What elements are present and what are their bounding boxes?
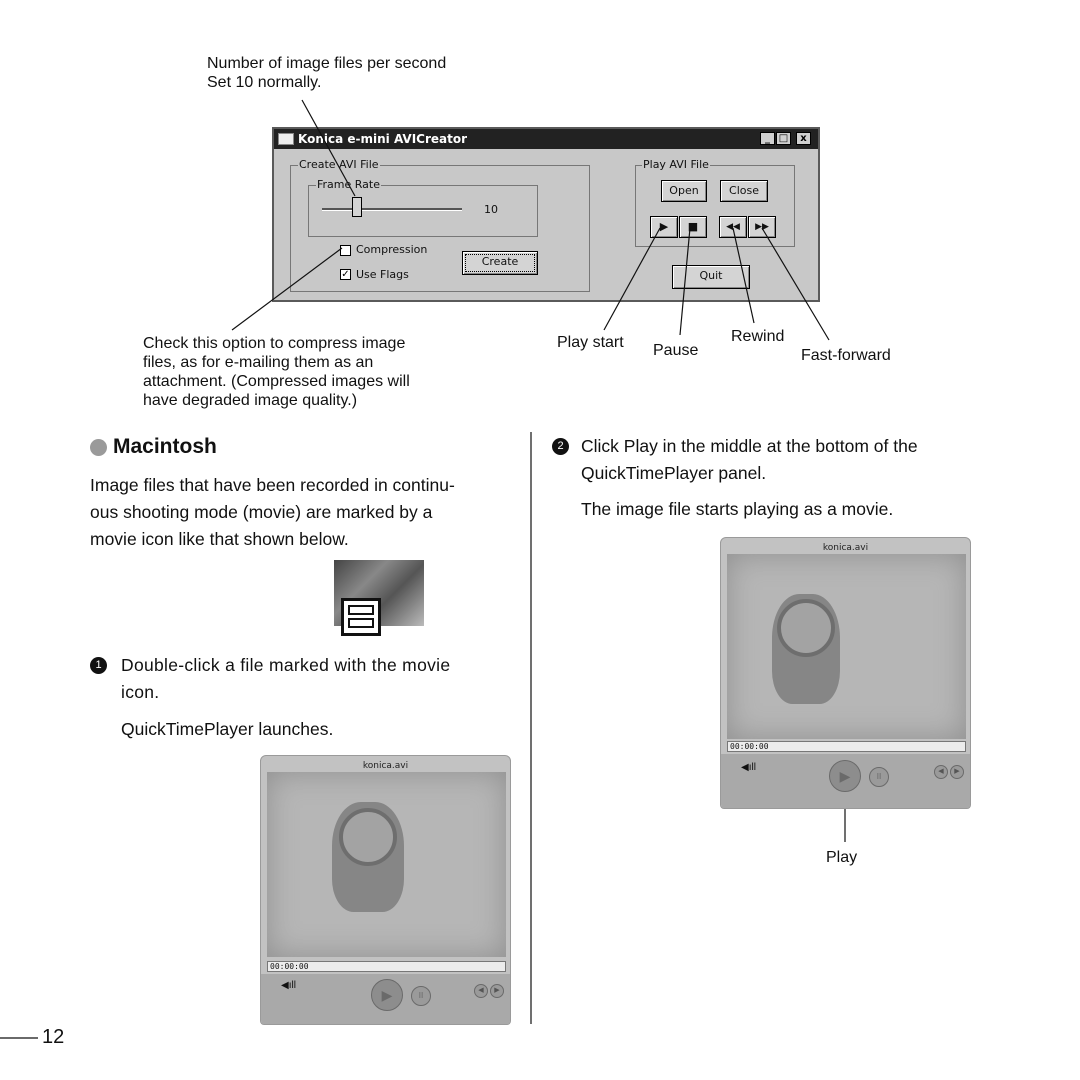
- step-1: 1 Double-click a file marked with the mo…: [90, 652, 515, 706]
- pause-button-small[interactable]: II: [869, 767, 889, 787]
- frame-rate-callout: Number of image files per second Set 10 …: [207, 55, 447, 91]
- speaker-icon[interactable]: ◀ıll: [281, 980, 296, 991]
- camera-lens: [777, 599, 835, 657]
- step-forward-button[interactable]: ▶: [490, 984, 504, 998]
- step-back-button[interactable]: ◀: [474, 984, 488, 998]
- play-start-callout: Play start: [557, 334, 624, 351]
- close-file-button[interactable]: Close: [720, 180, 768, 202]
- frame-rate-slider-track[interactable]: [322, 208, 462, 211]
- rewind-button[interactable]: ◀◀: [719, 216, 747, 238]
- app-icon: [278, 133, 294, 145]
- use-flags-checkbox[interactable]: ✓: [340, 269, 351, 280]
- controls-bar: ◀ıll ▶ II ◀ ▶: [721, 754, 970, 808]
- open-button[interactable]: Open: [661, 180, 707, 202]
- quicktime-player-left: konica.avi 00:00:00 ◀ıll ▶ II ◀ ▶: [260, 755, 511, 1025]
- step-1-number: 1: [90, 657, 107, 674]
- pause-button-small[interactable]: II: [411, 986, 431, 1006]
- video-area: [267, 772, 506, 957]
- window-title: Konica e-mini AVICreator: [298, 132, 468, 146]
- fast-forward-button[interactable]: ▶▶: [748, 216, 776, 238]
- timecode: 00:00:00: [270, 962, 309, 971]
- timecode-bar[interactable]: 00:00:00: [727, 741, 966, 752]
- section-heading: Macintosh: [113, 435, 217, 458]
- compression-checkbox[interactable]: [340, 245, 351, 256]
- step-forward-button[interactable]: ▶: [950, 765, 964, 779]
- quit-button[interactable]: Quit: [672, 265, 750, 289]
- create-button[interactable]: Create: [462, 251, 538, 275]
- rewind-callout: Rewind: [731, 328, 785, 345]
- fast-forward-callout: Fast-forward: [801, 347, 891, 364]
- create-avi-group-label: Create AVI File: [298, 158, 380, 171]
- step-2-number: 2: [552, 438, 569, 455]
- minimize-button[interactable]: _: [760, 132, 775, 145]
- timecode: 00:00:00: [730, 742, 769, 751]
- step-2: 2 Click Play in the middle at the bottom…: [552, 433, 982, 487]
- frame-rate-value: 10: [484, 203, 498, 216]
- frame-rate-group-label: Frame Rate: [316, 178, 381, 191]
- timecode-bar[interactable]: 00:00:00: [267, 961, 506, 972]
- compression-callout: Check this option to compress image file…: [143, 335, 410, 409]
- page-number: 12: [42, 1026, 65, 1048]
- play-avi-group: [635, 165, 795, 247]
- controls-bar: ◀ıll ▶ II ◀ ▶: [261, 974, 510, 1024]
- window-titlebar: Konica e-mini AVICreator _ □ x: [274, 129, 818, 149]
- player-title: konica.avi: [822, 543, 869, 553]
- intro-paragraph: Image files that have been recorded in c…: [90, 475, 455, 549]
- video-area: [727, 554, 966, 739]
- play-button-large[interactable]: ▶: [371, 979, 403, 1011]
- step-1-result: QuickTimePlayer launches.: [121, 719, 334, 739]
- pause-callout: Pause: [653, 342, 699, 359]
- macintosh-heading: Macintosh: [90, 433, 217, 461]
- compression-label: Compression: [356, 243, 428, 256]
- player-title: konica.avi: [362, 761, 409, 771]
- step-2-result: The image file starts playing as a movie…: [581, 499, 894, 519]
- close-window-button[interactable]: x: [796, 132, 811, 145]
- play-avi-group-label: Play AVI File: [642, 158, 710, 171]
- play-callout: Play: [826, 849, 858, 866]
- frame-rate-slider-thumb[interactable]: [352, 197, 362, 217]
- play-button-large[interactable]: ▶: [829, 760, 861, 792]
- use-flags-label: Use Flags: [356, 268, 409, 281]
- create-avi-group: [290, 165, 590, 292]
- avicreator-window: Konica e-mini AVICreator _ □ x Create AV…: [272, 127, 820, 302]
- film-strip-icon: [341, 598, 381, 636]
- bullet-circle-icon: [90, 438, 107, 456]
- speaker-icon[interactable]: ◀ıll: [741, 762, 756, 773]
- camera-lens: [339, 808, 397, 866]
- quicktime-player-right: konica.avi 00:00:00 ◀ıll ▶ II ◀ ▶: [720, 537, 971, 809]
- step-back-button[interactable]: ◀: [934, 765, 948, 779]
- play-button[interactable]: ▶: [650, 216, 678, 238]
- frame-rate-group: [308, 185, 538, 237]
- maximize-button[interactable]: □: [776, 132, 791, 145]
- movie-file-icon: [334, 560, 424, 636]
- stop-button[interactable]: ■: [679, 216, 707, 238]
